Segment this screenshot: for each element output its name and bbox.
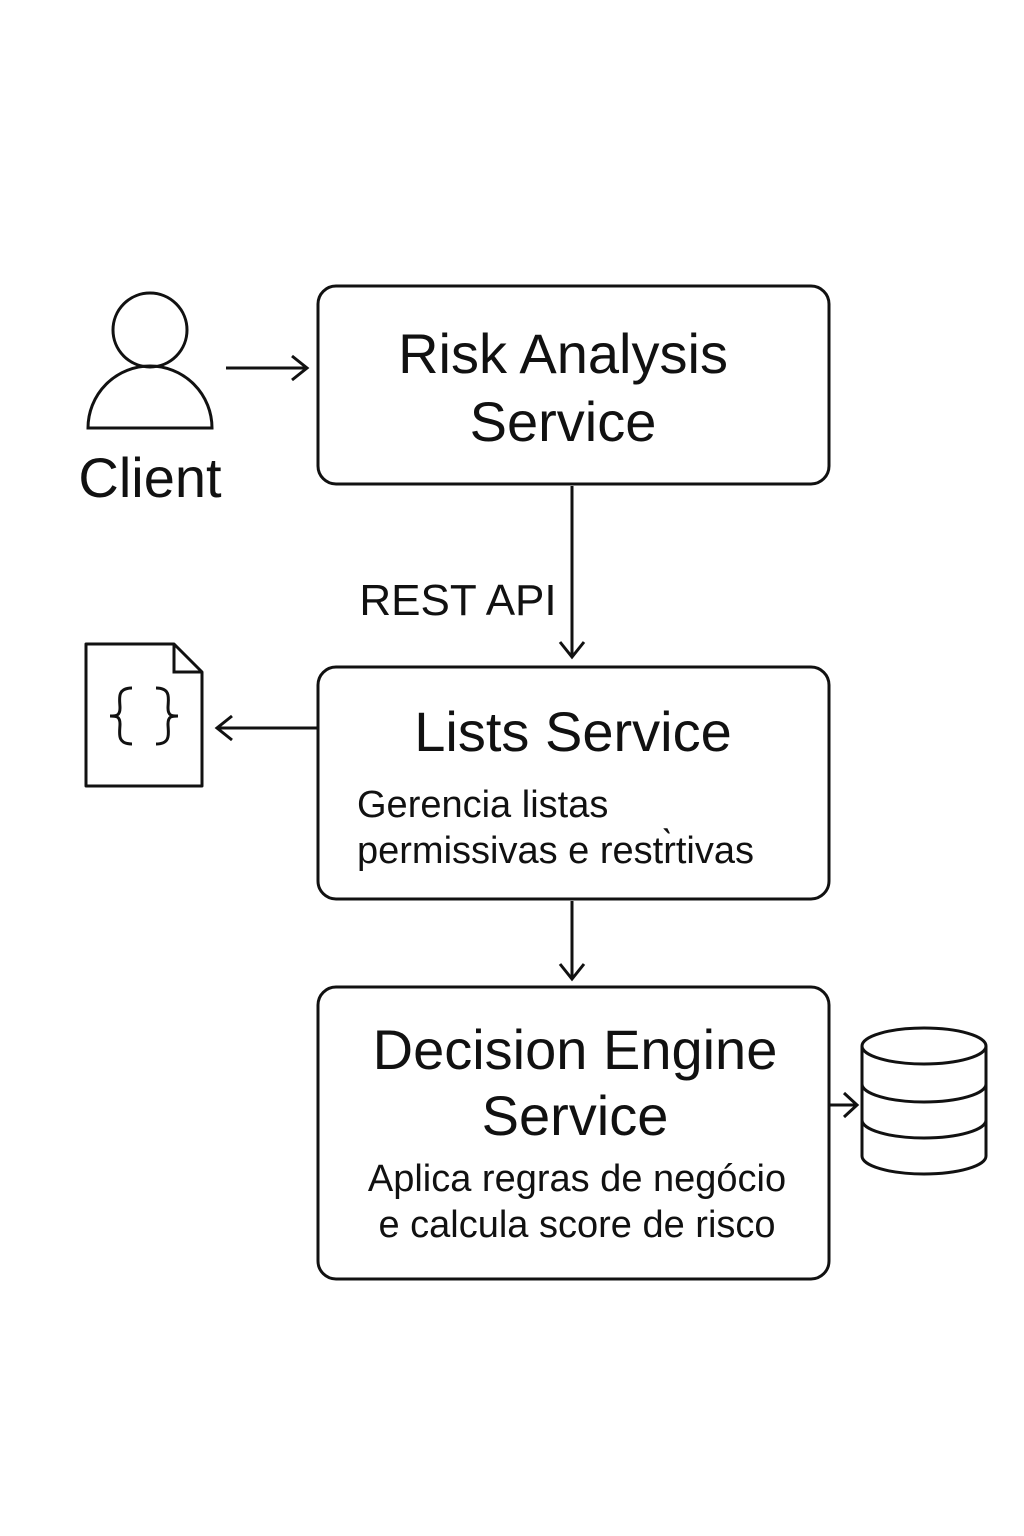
decision-service-title-line-1: Decision Engine	[373, 1018, 778, 1081]
lists-service-desc-line-1: Gerencia listas	[357, 784, 608, 826]
arrow-client-to-risk	[226, 354, 310, 382]
risk-analysis-service: Risk Analysis Service	[316, 284, 831, 486]
risk-service-title-line-2: Service	[470, 390, 657, 453]
user-icon	[86, 291, 214, 430]
lists-service: Lists Service Gerencia listas permissiva…	[316, 665, 831, 901]
arrow-lists-to-file	[214, 714, 318, 742]
decision-engine-service: Decision Engine Service Aplica regras de…	[316, 985, 831, 1281]
arrow-lists-to-decision	[558, 901, 586, 982]
arrow-decision-to-database	[830, 1091, 860, 1119]
client-label: Client	[78, 446, 222, 509]
json-file-icon	[84, 642, 204, 788]
lists-service-desc-line-2: permissivas e restr̀tivas	[357, 827, 754, 872]
database-icon	[860, 1026, 988, 1176]
decision-service-title-line-2: Service	[482, 1084, 669, 1147]
lists-service-title: Lists Service	[414, 700, 731, 763]
rest-api-label: REST API	[359, 576, 556, 625]
risk-service-title-line-1: Risk Analysis	[398, 322, 728, 385]
arrow-risk-to-lists	[558, 486, 586, 660]
decision-service-desc-line-1: Aplica regras de negócio	[368, 1158, 786, 1200]
client-actor: Client	[78, 291, 222, 509]
decision-service-desc-line-2: e calcula score de risco	[378, 1204, 775, 1246]
